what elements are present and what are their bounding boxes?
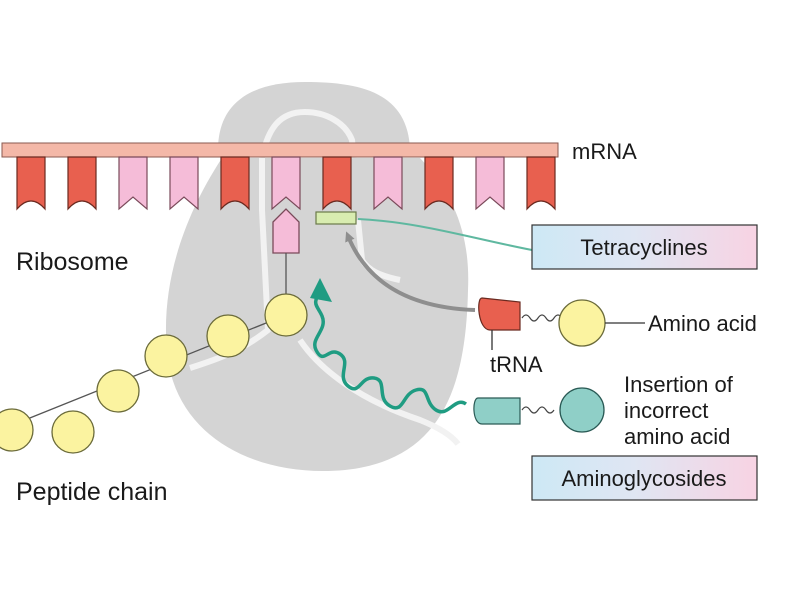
- amino-acid-bead: [96, 369, 140, 413]
- aminoglycosides-box: Aminoglycosides: [531, 455, 758, 501]
- incorrect-trna: [473, 387, 605, 433]
- peptide-chain: [0, 293, 308, 454]
- trna-label: tRNA: [490, 352, 543, 377]
- mrna-strip: [1, 142, 559, 158]
- incoming-trna: [478, 297, 645, 350]
- codon-red: [220, 156, 250, 211]
- codon-pink: [118, 156, 148, 211]
- ribosome-large-subunit: [165, 158, 469, 472]
- amino-acid: [558, 299, 606, 347]
- gray-arrow: [345, 231, 476, 312]
- codon-pink: [169, 156, 199, 211]
- amino-acid-bead: [264, 293, 308, 337]
- amino-acid-label: Amino acid: [648, 311, 757, 336]
- ribosome: [165, 82, 469, 472]
- codon-row: [16, 156, 556, 211]
- ribosome-groove-outline: [259, 108, 357, 159]
- peptide-chain-label: Peptide chain: [16, 478, 168, 506]
- codon-red: [16, 156, 46, 211]
- codon-red: [322, 156, 352, 211]
- trna-teal-body: [473, 397, 521, 425]
- codon-pink: [373, 156, 403, 211]
- amino-acid-bead: [0, 408, 34, 452]
- anticodon-pink: [272, 208, 300, 254]
- mrna-label: mRNA: [572, 139, 637, 164]
- amino-acid-bead: [206, 314, 250, 358]
- ribosome-small-subunit: [218, 82, 410, 150]
- insertion-label-line1: Insertion of: [624, 372, 734, 397]
- amino-acid-bead: [51, 410, 95, 454]
- amino-acid-bead: [144, 334, 188, 378]
- insertion-label-line3: amino acid: [624, 424, 730, 449]
- aminoglycosides-label: Aminoglycosides: [561, 466, 726, 491]
- ribosome-label: Ribosome: [16, 248, 129, 276]
- codon-pink: [475, 156, 505, 211]
- trna-red-body: [478, 297, 521, 331]
- teal-wavy-arrow: [310, 278, 468, 414]
- incorrect-amino-acid: [559, 387, 605, 433]
- codon-red: [526, 156, 556, 211]
- ribosome-exit-outline: [297, 338, 461, 446]
- insertion-label-line2: incorrect: [624, 398, 708, 423]
- tetracyclines-label: Tetracyclines: [580, 235, 707, 260]
- codon-red: [424, 156, 454, 211]
- tetracyclines-box: Tetracyclines: [531, 224, 758, 270]
- codon-red: [67, 156, 97, 211]
- tetracycline-connector: [357, 218, 533, 251]
- tetracycline-marker: [315, 211, 357, 225]
- trna-in-ribosome: [272, 208, 300, 298]
- codon-pink: [271, 156, 301, 211]
